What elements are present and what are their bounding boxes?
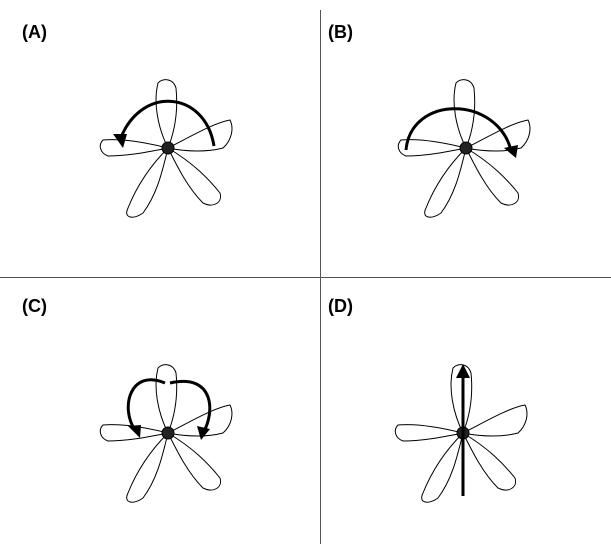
panel-b: (B) [306,0,611,267]
panel-label-c: (C) [22,296,47,316]
panel-d: (D) [306,278,611,545]
flower-a [99,79,233,218]
flower-c [99,364,233,503]
petal [167,404,233,437]
arrow-a [118,99,216,147]
arrowhead-a [113,134,127,148]
petal [421,432,464,503]
petal [397,139,467,157]
flower-center [161,141,175,155]
petal [424,147,467,218]
arrow-c-right [169,379,212,434]
petal [167,119,233,152]
flower-b [397,79,531,218]
panel-a: (A) [0,0,305,267]
petal [126,147,169,218]
petal [155,79,178,149]
petal [99,139,169,157]
arrow-c-left [126,378,166,431]
panel-label-a: (A) [22,22,47,42]
petal [462,404,528,437]
petal [126,432,169,503]
flower-center [161,426,175,440]
arrowhead-c-right [197,426,210,440]
petal [394,424,464,442]
flower-center [459,141,473,155]
arrowhead-b [504,145,518,158]
panel-c: (C) [0,278,305,545]
arrowhead-d [456,364,470,378]
panel-label-d: (D) [328,296,353,316]
horizontal-divider [0,277,611,278]
petal [167,432,222,491]
panel-label-b: (B) [328,22,353,42]
petal [462,432,517,491]
petal [155,364,178,434]
arrow-b [404,107,513,151]
arrowhead-c-left [128,425,141,438]
flower-d [394,364,528,503]
petal [465,147,520,206]
petal [465,119,531,152]
petal [167,147,222,206]
petal [450,364,473,434]
petal [453,79,476,149]
